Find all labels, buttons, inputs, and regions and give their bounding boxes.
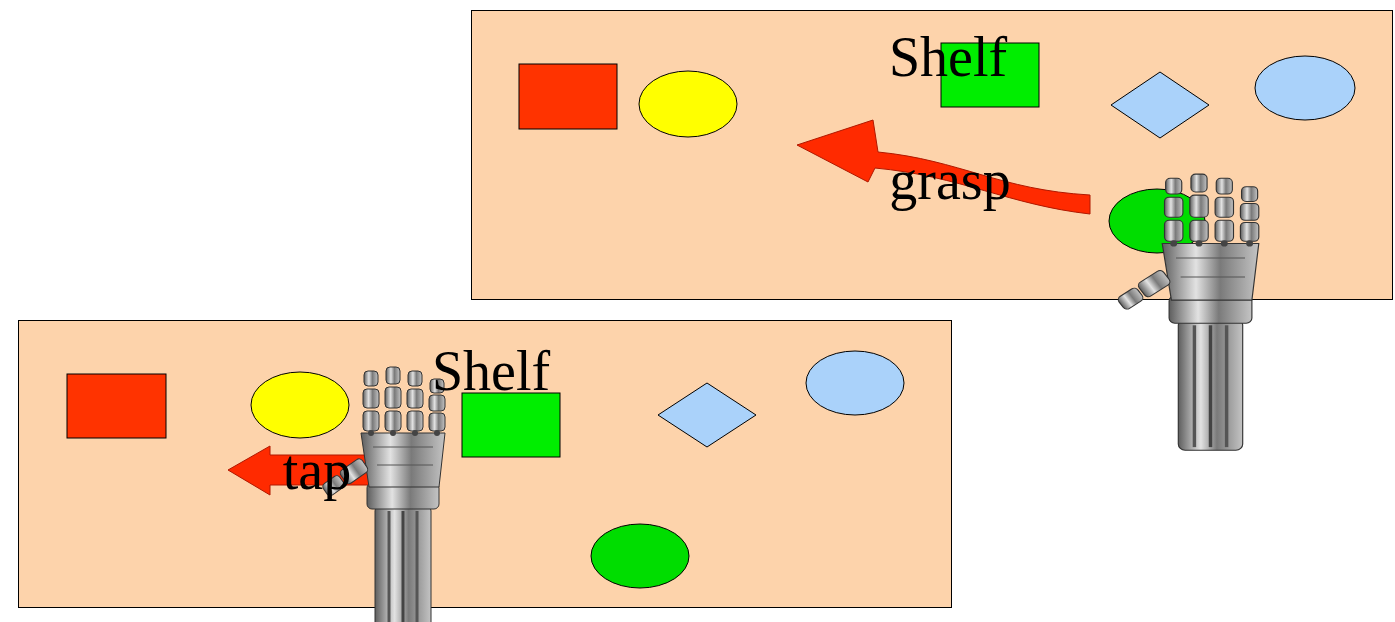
blue-diamond	[1111, 72, 1209, 138]
shelf-label: Shelf	[432, 343, 550, 399]
red-square	[519, 64, 617, 129]
action-label: grasp	[889, 152, 1010, 208]
grasp-arrow	[797, 120, 1090, 214]
action-label: tap	[283, 442, 351, 498]
shelf-label: Shelf	[889, 29, 1007, 85]
blue-diamond	[658, 383, 756, 447]
shelf-panel: Shelf	[18, 320, 952, 608]
robot-hand	[1116, 174, 1259, 450]
green-square	[941, 43, 1039, 107]
blue-ellipse	[806, 351, 904, 415]
green-ellipse	[591, 524, 689, 588]
green-square	[462, 393, 560, 457]
red-square	[67, 374, 166, 438]
yellow-ellipse	[251, 372, 349, 438]
blue-ellipse	[1255, 56, 1355, 120]
yellow-ellipse	[639, 71, 737, 137]
